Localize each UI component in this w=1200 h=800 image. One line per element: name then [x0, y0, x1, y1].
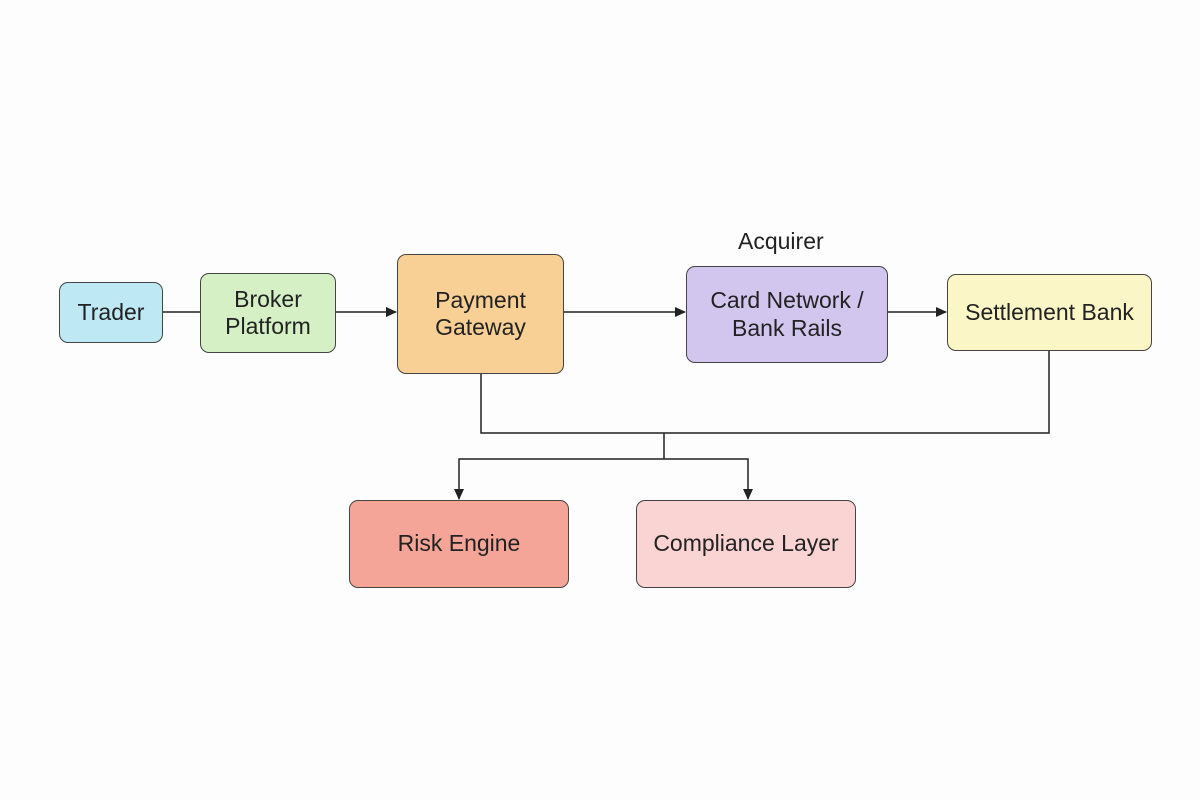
node-settlement-bank-label: Settlement Bank — [965, 298, 1134, 325]
node-risk-engine[interactable]: Risk Engine — [349, 500, 569, 588]
edge-to-compliance — [664, 458, 753, 500]
node-trader[interactable]: Trader — [59, 282, 163, 343]
node-card-network-label: Card Network / Bank Rails — [710, 287, 864, 341]
node-broker-platform-label: Broker Platform — [225, 285, 311, 339]
node-broker-platform[interactable]: Broker Platform — [200, 273, 336, 353]
edge-gateway-to-bus — [480, 374, 664, 434]
node-payment-gateway-label: Payment Gateway — [435, 286, 526, 340]
node-payment-gateway[interactable]: Payment Gateway — [397, 254, 564, 374]
node-risk-engine-label: Risk Engine — [397, 530, 521, 557]
acquirer-annotation: Acquirer — [738, 228, 824, 254]
node-settlement-bank[interactable]: Settlement Bank — [947, 274, 1152, 351]
edge-to-risk — [454, 458, 664, 500]
edge-settlement-to-bus — [664, 351, 1050, 434]
node-card-network[interactable]: Card Network / Bank Rails — [686, 266, 888, 363]
node-compliance-layer-label: Compliance Layer — [653, 530, 839, 557]
node-trader-label: Trader — [77, 298, 145, 325]
node-compliance-layer[interactable]: Compliance Layer — [636, 500, 856, 588]
